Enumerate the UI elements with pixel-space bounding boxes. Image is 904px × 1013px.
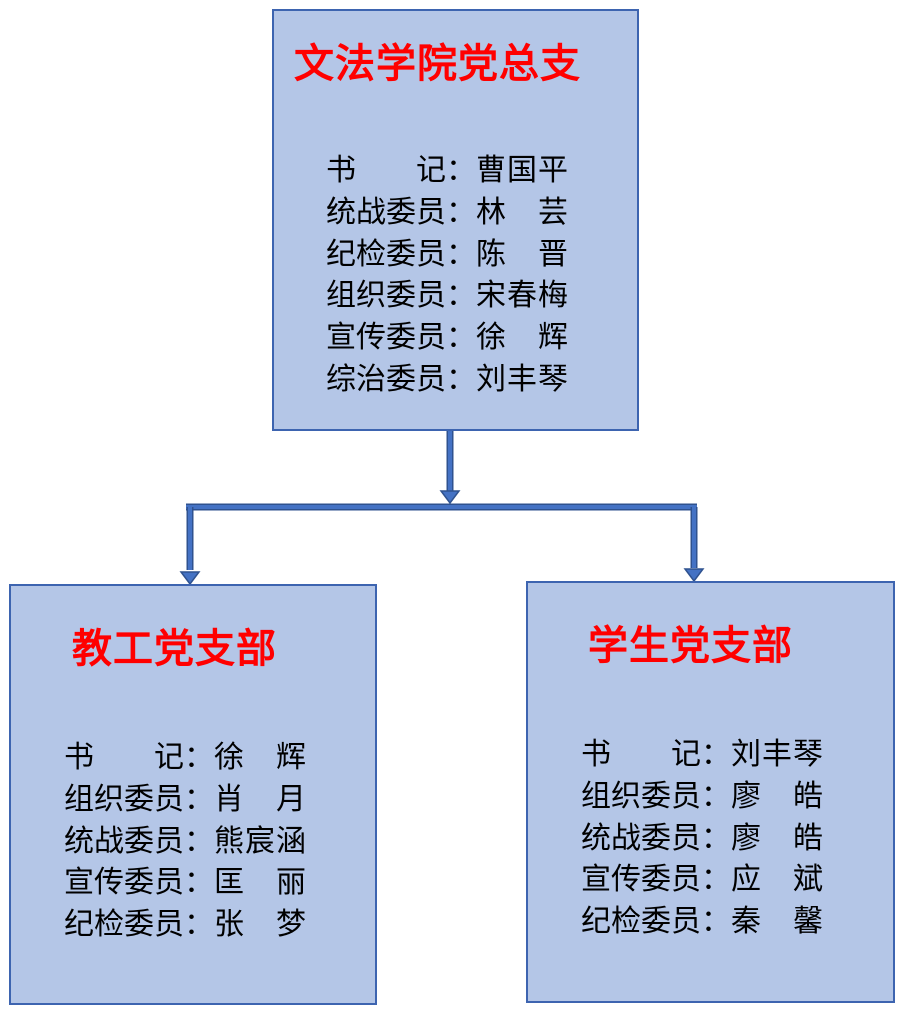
member-name: 廖皓 <box>731 820 823 856</box>
member-colon: ： <box>184 781 214 817</box>
member-colon: ： <box>184 823 214 859</box>
member-role: 统战委员 <box>64 823 184 859</box>
member-colon: ： <box>701 904 731 940</box>
member-colon: ： <box>184 907 214 943</box>
member-name: 刘丰琴 <box>731 736 823 772</box>
member-role: 组织委员 <box>326 278 446 314</box>
member-name: 徐辉 <box>476 320 568 356</box>
member-name: 匡丽 <box>214 865 306 901</box>
member-colon: ： <box>446 361 476 397</box>
branch-member-list: 书记：刘丰琴 组织委员：廖皓 统战委员：廖皓 宣传委员：应斌 纪检委员：秦馨 <box>581 730 823 939</box>
root-title: 文法学院党总支 <box>294 40 581 87</box>
left-arrowhead <box>179 571 201 586</box>
member-row: 宣传委员：徐辉 <box>326 313 568 355</box>
member-name: 林芸 <box>476 194 568 230</box>
member-name: 刘丰琴 <box>476 361 568 397</box>
member-row: 纪检委员：陈晋 <box>326 230 568 272</box>
member-row: 统战委员：廖皓 <box>581 814 823 856</box>
root-node: 文法学院党总支 书记：曹国平 统战委员：林芸 纪检委员：陈晋 组织委员：宋春梅 … <box>272 9 639 431</box>
member-role: 组织委员 <box>581 778 701 814</box>
member-role: 统战委员 <box>581 820 701 856</box>
member-row: 组织委员：肖月 <box>64 775 306 817</box>
member-colon: ： <box>446 194 476 230</box>
member-role: 统战委员 <box>326 194 446 230</box>
member-row: 宣传委员：应斌 <box>581 855 823 897</box>
member-role: 书记 <box>64 739 184 775</box>
member-name: 熊宸涵 <box>214 823 306 859</box>
trunk-arrowhead <box>439 490 461 505</box>
member-role: 纪检委员 <box>64 907 184 943</box>
member-row: 统战委员：熊宸涵 <box>64 817 306 859</box>
member-name: 陈晋 <box>476 236 568 272</box>
root-member-list: 书记：曹国平 统战委员：林芸 纪检委员：陈晋 组织委员：宋春梅 宣传委员：徐辉 … <box>326 146 568 397</box>
member-role: 纪检委员 <box>581 904 701 940</box>
member-row: 纪检委员：秦馨 <box>581 897 823 939</box>
member-colon: ： <box>446 152 476 188</box>
member-name: 应斌 <box>731 862 823 898</box>
right-arrowhead <box>683 568 705 583</box>
member-row: 书记：曹国平 <box>326 146 568 188</box>
member-row: 综治委员：刘丰琴 <box>326 355 568 397</box>
branch-node-student: 学生党支部 书记：刘丰琴 组织委员：廖皓 统战委员：廖皓 宣传委员：应斌 纪检委… <box>526 581 895 1003</box>
member-colon: ： <box>701 862 731 898</box>
member-name: 廖皓 <box>731 778 823 814</box>
branch-node-faculty: 教工党支部 书记：徐辉 组织委员：肖月 统战委员：熊宸涵 宣传委员：匡丽 纪检委… <box>9 584 377 1005</box>
member-row: 书记：刘丰琴 <box>581 730 823 772</box>
branch-title: 教工党支部 <box>72 625 277 672</box>
member-role: 书记 <box>581 736 701 772</box>
member-colon: ： <box>446 278 476 314</box>
branch-member-list: 书记：徐辉 组织委员：肖月 统战委员：熊宸涵 宣传委员：匡丽 纪检委员：张梦 <box>64 733 306 942</box>
member-name: 秦馨 <box>731 904 823 940</box>
member-row: 宣传委员：匡丽 <box>64 858 306 900</box>
member-colon: ： <box>184 739 214 775</box>
member-row: 书记：徐辉 <box>64 733 306 775</box>
member-role: 宣传委员 <box>581 862 701 898</box>
member-role: 纪检委员 <box>326 236 446 272</box>
member-name: 肖月 <box>214 781 306 817</box>
member-name: 曹国平 <box>476 152 568 188</box>
member-colon: ： <box>701 736 731 772</box>
member-name: 张梦 <box>214 907 306 943</box>
member-role: 书记 <box>326 152 446 188</box>
member-row: 组织委员：宋春梅 <box>326 271 568 313</box>
member-colon: ： <box>446 320 476 356</box>
member-row: 组织委员：廖皓 <box>581 772 823 814</box>
member-role: 宣传委员 <box>64 865 184 901</box>
member-row: 统战委员：林芸 <box>326 188 568 230</box>
member-colon: ： <box>701 778 731 814</box>
member-colon: ： <box>446 236 476 272</box>
member-name: 宋春梅 <box>476 278 568 314</box>
member-name: 徐辉 <box>214 739 306 775</box>
member-colon: ： <box>184 865 214 901</box>
member-role: 组织委员 <box>64 781 184 817</box>
member-role: 宣传委员 <box>326 320 446 356</box>
member-role: 综治委员 <box>326 361 446 397</box>
branch-title: 学生党支部 <box>588 622 793 669</box>
member-colon: ： <box>701 820 731 856</box>
member-row: 纪检委员：张梦 <box>64 900 306 942</box>
